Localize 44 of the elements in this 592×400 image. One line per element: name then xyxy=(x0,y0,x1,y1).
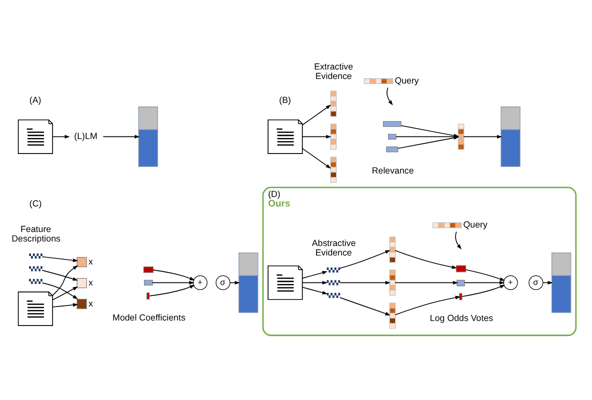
arrow xyxy=(302,104,332,125)
arrow xyxy=(394,295,461,315)
arrow xyxy=(42,282,78,299)
node-label: Query xyxy=(394,75,419,86)
arrow xyxy=(465,268,506,280)
arrow xyxy=(302,148,332,168)
label: Abstractive Evidence xyxy=(312,238,356,258)
arrow xyxy=(52,134,70,138)
node-label: x xyxy=(88,256,93,266)
label: Feature Descriptions xyxy=(12,224,60,244)
node-label: x xyxy=(88,298,93,308)
arrow xyxy=(302,286,328,294)
arrow xyxy=(52,264,78,296)
arrow xyxy=(394,280,458,284)
arrow xyxy=(42,269,78,280)
arrow xyxy=(398,136,460,148)
label: (A) xyxy=(29,94,42,104)
label: Model Coefficients xyxy=(112,312,186,322)
arrow xyxy=(340,250,390,268)
arrow xyxy=(462,284,506,296)
arrow xyxy=(386,86,393,105)
node-text: (L)LM xyxy=(74,130,98,141)
arrow xyxy=(152,269,195,280)
arrow xyxy=(102,134,140,138)
arrow xyxy=(464,280,505,284)
arrow xyxy=(149,284,195,296)
label: (C) xyxy=(29,198,42,208)
arrow xyxy=(52,286,78,300)
arrow xyxy=(340,296,390,315)
node-label: Query xyxy=(463,219,488,230)
arrow xyxy=(42,256,78,262)
label: Relevance xyxy=(372,164,414,175)
arrow xyxy=(340,280,391,284)
label: Extractive Evidence xyxy=(314,61,354,81)
label: Log Odds Votes xyxy=(430,312,494,323)
arrow xyxy=(455,230,462,249)
arrow xyxy=(52,302,78,307)
arrow xyxy=(302,270,328,278)
node-label: x xyxy=(88,276,93,287)
arrow xyxy=(394,250,458,268)
arrow xyxy=(152,280,194,284)
label: (B) xyxy=(279,94,292,104)
arrow xyxy=(302,134,332,138)
arrow xyxy=(463,134,502,138)
